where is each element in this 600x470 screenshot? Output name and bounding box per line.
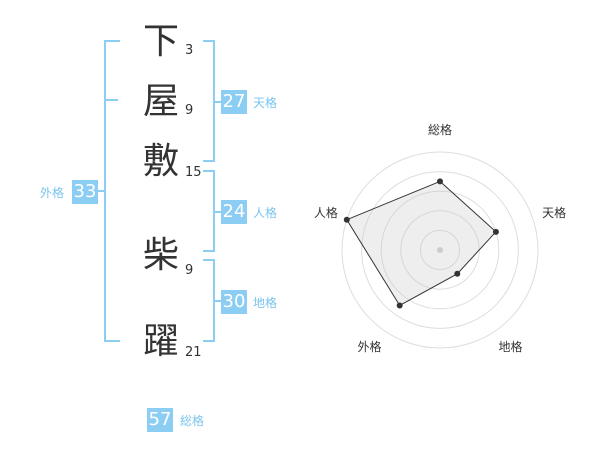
gaikaku-bracket-connector: [96, 190, 104, 192]
name-char-2: 屋: [142, 81, 179, 122]
stroke-count-1: 3: [185, 43, 194, 58]
chikaku-value: 30: [221, 290, 247, 314]
jinkaku-value: 24: [221, 200, 247, 224]
radar-axis-label-4: 外格: [357, 339, 381, 354]
radar-series-area: [346, 180, 497, 307]
radar-axis-label-2: 天格: [542, 205, 566, 220]
tenkaku-bracket-connector: [215, 101, 221, 103]
radar-point-5: [343, 216, 350, 223]
tenkaku-label: 天格: [253, 96, 278, 110]
radar-axis-label-3: 地格: [499, 339, 523, 354]
radar-center-dot: [437, 247, 443, 253]
jinkaku-bracket: [203, 170, 215, 252]
stroke-count-3: 15: [185, 165, 202, 180]
tenkaku-value: 27: [221, 90, 247, 114]
chikaku-bracket-connector: [215, 300, 221, 302]
name-char-1: 下: [142, 21, 179, 62]
chikaku-label: 地格: [253, 296, 278, 310]
soukaku-label: 総格: [180, 414, 205, 428]
radar-point-2: [492, 228, 499, 235]
chikaku-bracket: [203, 259, 215, 342]
gaikaku-label: 外格: [40, 186, 65, 200]
name-char-3: 敷: [142, 141, 179, 182]
radar-axis-label-1: 総格: [428, 122, 452, 137]
gaikaku-bracket-tick: [104, 99, 118, 101]
radar-point-3: [454, 270, 461, 277]
gaikaku-bracket: [104, 40, 120, 342]
radar-grid-ring: [361, 171, 519, 329]
jinkaku-bracket-connector: [215, 211, 221, 213]
gaikaku-value: 33: [72, 180, 98, 204]
radar-grid-ring: [341, 151, 539, 349]
name-char-4: 柴: [142, 235, 179, 276]
soukaku-value: 57: [147, 408, 173, 432]
tenkaku-bracket: [203, 40, 215, 162]
radar-grid-ring: [419, 229, 461, 271]
radar-point-4: [396, 302, 403, 309]
jinkaku-label: 人格: [253, 206, 278, 220]
stroke-count-2: 9: [185, 103, 194, 118]
name-char-5: 躍: [142, 321, 179, 362]
radar-point-1: [437, 178, 443, 185]
stroke-count-5: 21: [185, 345, 202, 360]
radar-axis-label-5: 人格: [314, 205, 338, 220]
radar-grid-ring: [380, 190, 500, 310]
stroke-count-4: 9: [185, 263, 194, 278]
